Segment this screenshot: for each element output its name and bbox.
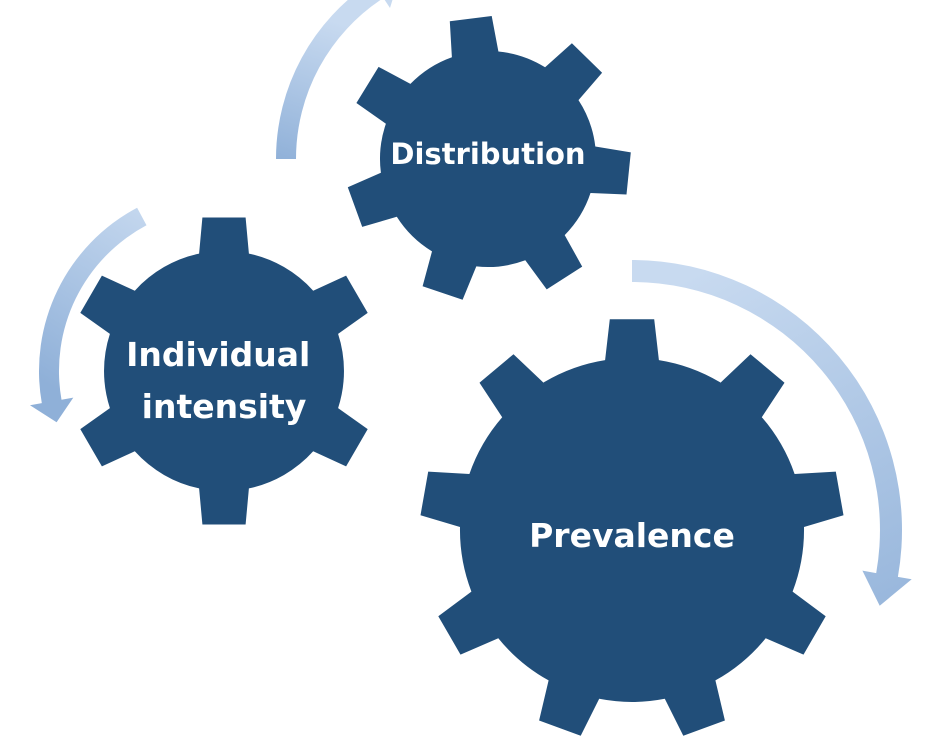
arrow-distribution-cycle — [276, 0, 393, 159]
gear-label-line: Individual — [126, 335, 310, 374]
gear-label-distribution: Distribution — [390, 137, 585, 171]
gear-individual-intensity: Individual intensity — [80, 217, 368, 525]
arrow-intensity-cycle — [30, 207, 147, 423]
gear-icon — [80, 217, 368, 525]
cycle-arrows — [30, 0, 912, 606]
gear-icon — [420, 319, 844, 736]
gear-label-individual-intensity: Individual intensity — [126, 335, 322, 426]
gear-icon — [347, 16, 631, 300]
gear-label-line: intensity — [142, 387, 307, 426]
gear-distribution: Distribution — [347, 16, 631, 300]
arrow-prevalence-cycle — [632, 260, 912, 606]
gear-prevalence: Prevalence — [420, 319, 844, 736]
gear-label-line: Prevalence — [529, 516, 735, 555]
gear-label-prevalence: Prevalence — [529, 516, 735, 555]
gear-label-line: Distribution — [390, 137, 585, 171]
